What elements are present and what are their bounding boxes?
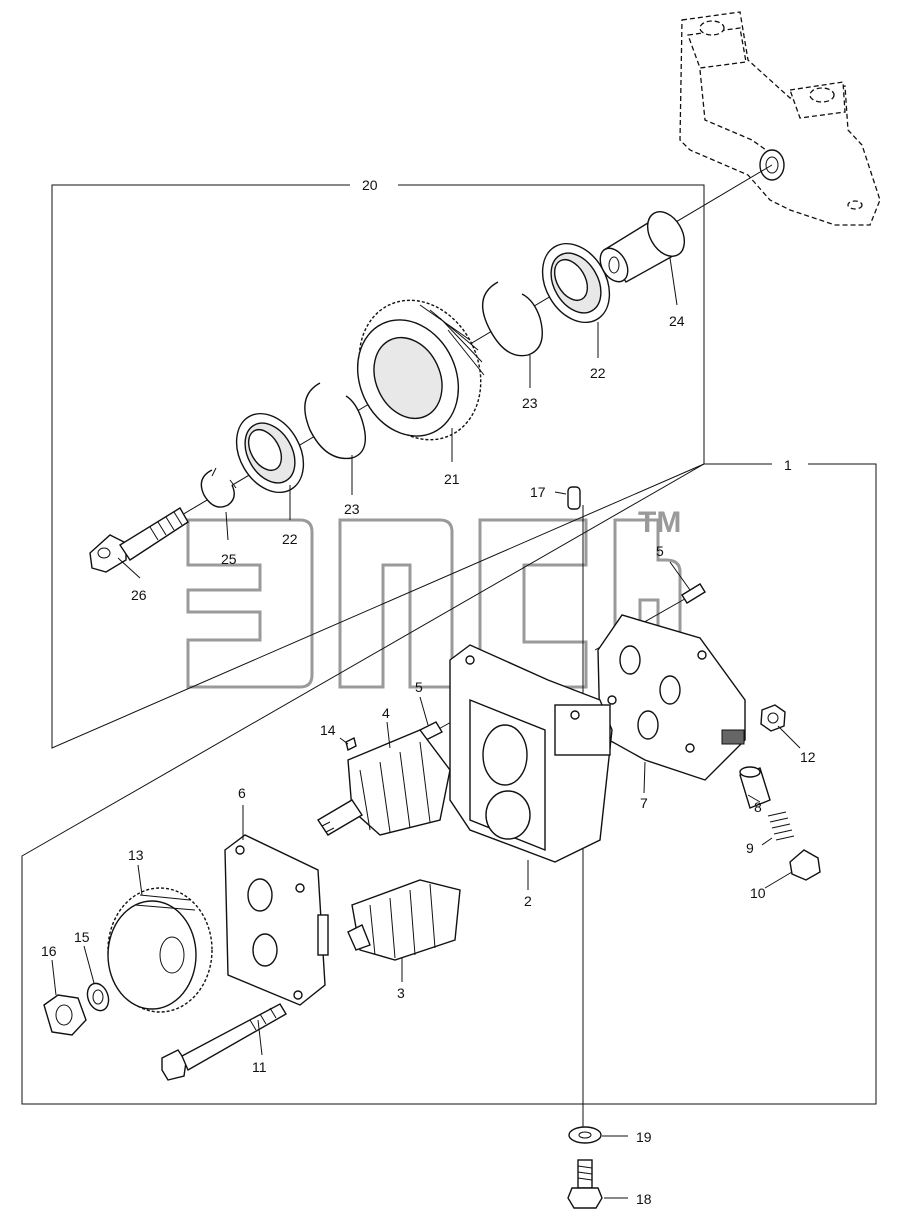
callout-22-left: 22	[282, 531, 298, 547]
watermark-tm: TM	[638, 506, 681, 539]
callout-11: 11	[252, 1059, 267, 1075]
callout-14: 14	[320, 722, 336, 738]
callout-7: 7	[640, 795, 648, 811]
callout-12: 12	[800, 749, 816, 765]
callouts: 26 25 22 23 21 23 22 24 17 5 5 14 4 12 7…	[41, 313, 816, 1207]
part-15-washer	[86, 982, 110, 1012]
callout-16: 16	[41, 943, 57, 959]
callout-5-right: 5	[656, 543, 664, 559]
callout-23-left: 23	[344, 501, 360, 517]
callout-6: 6	[238, 785, 246, 801]
group-20-label: 20	[362, 177, 378, 193]
part-9-spring	[767, 811, 795, 841]
group-1-label: 1	[784, 457, 792, 473]
part-7-cover-plate	[597, 614, 746, 781]
engine-bracket	[679, 11, 881, 226]
callout-23-right: 23	[522, 395, 538, 411]
part-26-bolt	[89, 507, 189, 573]
part-25-snap-ring	[200, 467, 237, 508]
callout-13: 13	[128, 847, 144, 863]
callout-21: 21	[444, 471, 460, 487]
callout-9: 9	[746, 840, 754, 856]
part-3-lower-gear	[347, 879, 461, 961]
callout-3: 3	[397, 985, 405, 1001]
part-13-drive-gear	[107, 887, 213, 1013]
callout-2: 2	[524, 893, 532, 909]
group-1-frame: 1	[21, 457, 877, 1105]
callout-26: 26	[131, 587, 147, 603]
callout-24: 24	[669, 313, 685, 329]
part-6-gear-cover	[224, 834, 329, 1006]
callout-19: 19	[636, 1129, 652, 1145]
part-23-circlip-left	[304, 382, 366, 460]
part-5-dowel-right	[681, 583, 706, 604]
part-2-pump-body	[449, 644, 613, 863]
part-17-pin	[567, 486, 581, 510]
part-8-valve	[739, 766, 771, 809]
callout-22-right: 22	[590, 365, 606, 381]
group-20-frame: 20	[51, 177, 705, 749]
part-10-plug	[789, 849, 821, 881]
callout-17: 17	[530, 484, 546, 500]
part-4-upper-gear	[317, 729, 451, 836]
callout-5-mid: 5	[415, 679, 423, 695]
callout-8: 8	[754, 799, 762, 815]
part-21-helical-gear	[356, 299, 485, 441]
leader-lines	[51, 257, 801, 1199]
part-19-washer	[568, 1126, 602, 1144]
callout-10: 10	[750, 885, 766, 901]
part-22-bearing-left	[235, 412, 305, 494]
part-14-key	[345, 736, 357, 752]
callout-4: 4	[382, 705, 390, 721]
part-23-circlip-right	[481, 281, 543, 357]
part-16-nut	[43, 994, 87, 1036]
callout-25: 25	[221, 551, 237, 567]
callout-18: 18	[636, 1191, 652, 1207]
part-11-bolt	[161, 1003, 287, 1081]
callout-15: 15	[74, 929, 90, 945]
part-24-bushing	[599, 211, 686, 283]
part-12-nut	[760, 704, 786, 732]
part-18-bolt	[567, 1159, 603, 1209]
